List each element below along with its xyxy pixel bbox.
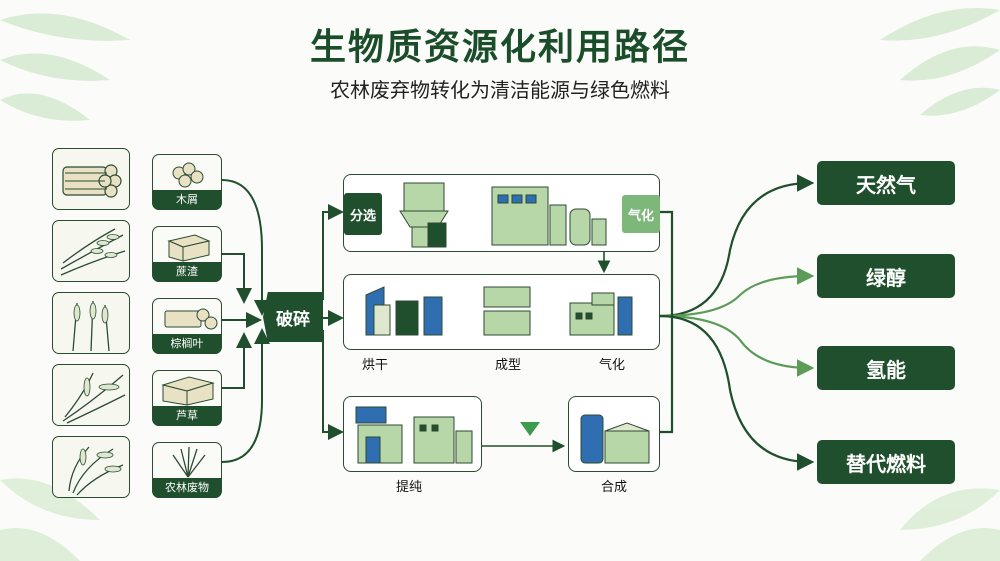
step-purify: 提纯 [395, 480, 422, 495]
log-bundle-icon [172, 162, 204, 188]
feedstock-photo-wood [52, 148, 130, 210]
hay-block-icon [161, 376, 215, 406]
feedstock-label: 农林废物 [153, 478, 221, 498]
down-triangle-icon [520, 422, 540, 436]
feedstock-label: 芦草 [153, 406, 221, 426]
feedstock-label: 木屑 [153, 190, 221, 210]
log-bundle-icon [62, 164, 122, 198]
output-alternative-fuel: 替代燃料 [817, 440, 955, 484]
synthesis-reactor-icon [580, 414, 650, 464]
crush-step: 破碎 [263, 292, 323, 342]
step-gasify: 气化 [598, 358, 625, 373]
grass-icon [172, 446, 206, 478]
feedstock-photo-agri [52, 436, 130, 498]
path-top-panel: 分选 气化 [343, 174, 660, 252]
feedstock-label: 棕榈叶 [153, 334, 221, 354]
output-natural-gas: 天然气 [817, 161, 955, 205]
leaf-decoration-bottom-left-icon [0, 478, 100, 561]
sort-step: 分选 [344, 193, 382, 235]
gasify-step-top: 气化 [622, 195, 660, 233]
synthesis-panel [568, 396, 660, 472]
step-synthesize: 合成 [600, 480, 627, 495]
feedstock-photo-reed [52, 364, 130, 426]
output-hydrogen: 氢能 [817, 346, 955, 390]
leaf-decoration-top-right-icon [880, 8, 1000, 116]
grain-stalk-icon [72, 300, 110, 352]
page-subtitle: 农林废弃物转化为清洁能源与绿色燃料 [330, 78, 670, 102]
reed-icon [62, 372, 126, 424]
feedstock-card-bagasse: 蔗渣 [152, 226, 222, 282]
rolled-bale-icon [164, 308, 218, 330]
feedstock-card-reed: 芦草 [152, 370, 222, 426]
sorting-equipment-icon [399, 182, 607, 248]
drying-pelletizing-gasifying-icon [365, 286, 633, 336]
purification-panel [343, 396, 482, 472]
grass-bundle-icon [68, 446, 124, 496]
output-green-methanol: 绿醇 [817, 254, 955, 298]
leaf-decoration-top-left-icon [0, 13, 130, 121]
purification-plant-icon [355, 406, 473, 464]
wheat-icon [60, 228, 126, 276]
feedstock-card-agri: 农林废物 [152, 442, 222, 498]
feedstock-photo-palm [52, 292, 130, 354]
feedstock-label: 蔗渣 [153, 262, 221, 282]
feedstock-card-palm: 棕榈叶 [152, 298, 222, 354]
step-pelletize: 成型 [494, 358, 521, 373]
path-middle-panel [343, 274, 660, 350]
output-connectors [659, 174, 815, 471]
step-dry: 烘干 [361, 358, 388, 373]
feedstock-card-wood: 木屑 [152, 154, 222, 210]
feedstock-connectors [221, 179, 270, 463]
crusher-connectors [322, 204, 344, 440]
bale-icon [167, 234, 211, 262]
page-title: 生物质资源化利用路径 [309, 27, 690, 68]
feedstock-photo-bagasse [52, 220, 130, 282]
leaf-decoration-bottom-right-icon [900, 488, 1000, 561]
